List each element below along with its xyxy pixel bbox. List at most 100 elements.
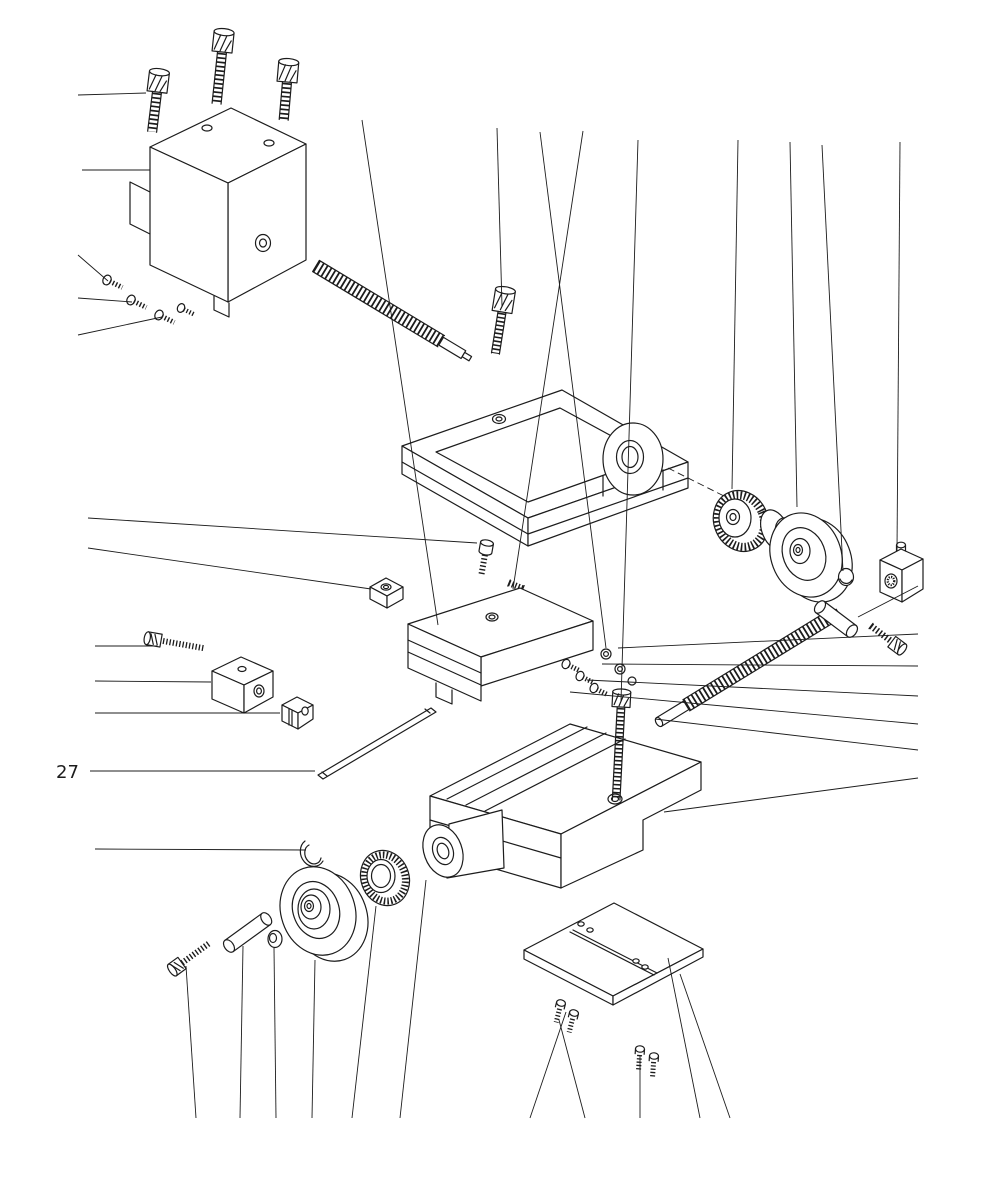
cap-screw-top-3 — [276, 57, 300, 121]
nut-block-bore — [253, 684, 265, 698]
thread — [478, 554, 488, 576]
thread — [507, 579, 525, 592]
dial-bore — [725, 508, 741, 526]
cap-screw-top-2 — [211, 27, 235, 105]
screw-head — [479, 539, 495, 547]
cap-screw-left — [143, 631, 205, 652]
thread — [612, 707, 625, 801]
clamp-hole — [301, 706, 309, 716]
lug-bore — [615, 439, 645, 475]
set-screw-4 — [176, 303, 195, 317]
thread — [682, 613, 832, 711]
leader-line — [77, 254, 109, 282]
hub-bore — [303, 899, 315, 913]
leader-line — [361, 119, 439, 626]
leader-line — [789, 141, 798, 508]
cross-slide-plate — [401, 389, 689, 547]
set-screw-cluster — [102, 274, 195, 325]
leader-line — [77, 316, 163, 336]
leader-line — [667, 957, 701, 1119]
square-nut — [369, 577, 404, 609]
leader-line — [601, 663, 919, 667]
base-screw-1 — [553, 999, 567, 1024]
cap-screw-saddle — [611, 688, 632, 801]
plate-top — [523, 902, 704, 997]
screw-tip — [438, 336, 467, 360]
knurled-bearing-ring — [359, 849, 411, 907]
saddle-base — [422, 723, 702, 889]
tapped-hole — [263, 139, 275, 147]
leader-line — [731, 139, 739, 490]
plate-hole — [586, 927, 594, 933]
cross-slide-base-block — [407, 587, 594, 705]
dome-nut-left — [267, 929, 283, 949]
cap-screw-right — [868, 622, 908, 656]
mounting-block — [129, 107, 307, 318]
thread — [212, 52, 227, 105]
knurling — [713, 491, 769, 551]
dovetail-ways — [446, 726, 626, 812]
leader-line — [620, 139, 639, 702]
side-bore — [254, 233, 272, 253]
leader-line — [857, 585, 919, 618]
axis-centerline — [667, 467, 729, 499]
leader-line — [529, 1011, 567, 1119]
leader-line — [87, 517, 478, 544]
plate-hole — [641, 964, 649, 970]
set-screw-1 — [102, 274, 124, 290]
block-tab — [213, 295, 230, 318]
clamp-block — [281, 696, 314, 730]
washer-3 — [627, 676, 637, 686]
cap-nut-right — [837, 567, 855, 587]
cap-screw-top-1 — [146, 67, 170, 133]
thread — [180, 940, 212, 966]
thread — [162, 638, 205, 652]
leader-line — [821, 144, 844, 572]
leader-line — [617, 633, 919, 649]
base-plate — [523, 902, 704, 1006]
plate-hole — [577, 921, 585, 927]
pin-spacer-right — [813, 600, 859, 638]
thread — [279, 82, 292, 121]
set-screw-2 — [126, 294, 148, 310]
washer-1 — [600, 648, 612, 660]
hub-bore — [792, 543, 804, 557]
thread — [491, 312, 506, 355]
lead-screw-upper — [312, 259, 473, 362]
wheel-recess — [781, 527, 827, 581]
leader-line — [496, 127, 503, 307]
gib-strip-part-27 — [317, 707, 437, 780]
block-front-face — [149, 146, 229, 303]
leader-line — [185, 965, 197, 1119]
leadscrew-nut-block — [211, 656, 274, 714]
base-hole — [485, 612, 499, 622]
leader-line — [87, 547, 372, 590]
knurled-dial — [712, 490, 770, 552]
leader-line — [512, 130, 584, 590]
base-front-face — [407, 623, 482, 702]
part-label-27: 27 — [56, 762, 79, 783]
leader-line — [663, 777, 919, 813]
leader-line — [399, 879, 427, 1119]
leader-line — [351, 905, 377, 1119]
base-screw-4 — [648, 1052, 660, 1079]
thread — [869, 623, 894, 645]
cluster-screw-1 — [561, 658, 581, 673]
plate-hole — [491, 413, 507, 425]
wave-washer — [299, 840, 324, 867]
leader-line — [539, 131, 607, 649]
thread — [312, 260, 445, 347]
plate-hole — [632, 958, 640, 964]
washer-2 — [614, 663, 626, 675]
knurling — [361, 851, 409, 905]
leader-line — [273, 947, 277, 1119]
lead-screw-lower — [654, 608, 841, 728]
leader-line — [896, 141, 901, 552]
wheel-recess — [291, 880, 341, 940]
cluster-screw-2 — [575, 670, 595, 685]
leader-line — [586, 679, 919, 697]
tapped-hole — [201, 124, 213, 132]
fastener-cluster — [561, 648, 637, 697]
